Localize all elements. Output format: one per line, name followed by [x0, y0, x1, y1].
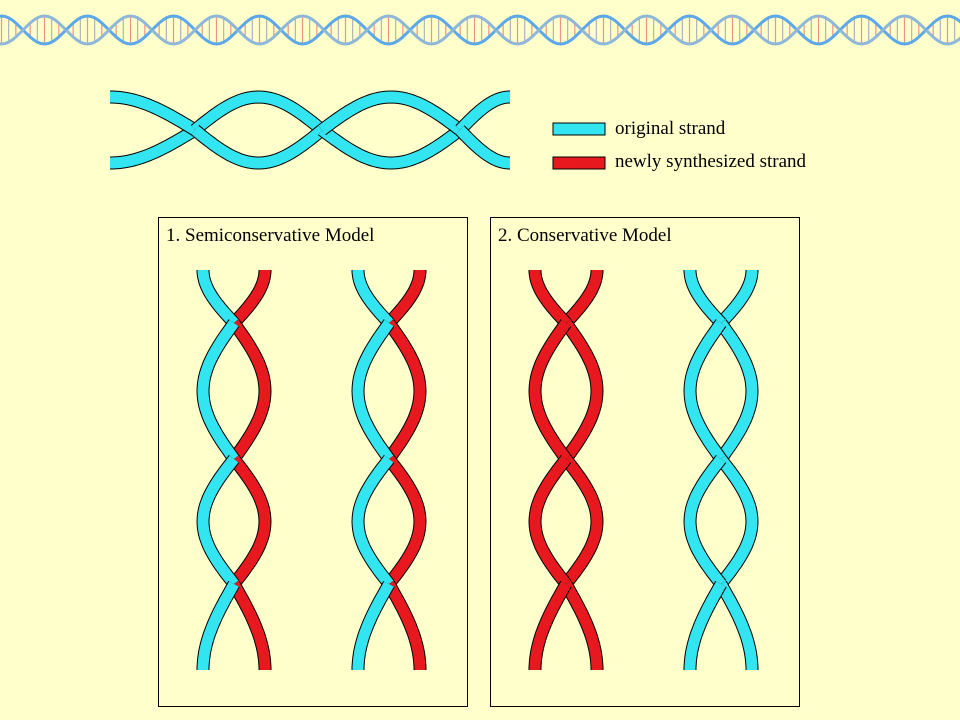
strand-segment — [105, 90, 200, 136]
strand-segment — [105, 124, 200, 170]
strand-segment — [715, 580, 759, 674]
strand-segment — [351, 455, 395, 588]
strand-segment — [716, 265, 759, 328]
strand-segment — [528, 580, 572, 674]
legend-new-label: newly synthesized strand — [615, 151, 807, 172]
strand-segment — [454, 90, 516, 136]
strand-segment — [351, 319, 395, 463]
strand-segment — [318, 124, 464, 170]
strand-segment — [383, 580, 427, 674]
strand-segment — [190, 124, 327, 170]
strand-segment — [528, 265, 571, 328]
strand-segment — [384, 265, 427, 328]
strand-segment — [715, 319, 759, 463]
strand-segment — [683, 455, 727, 588]
strand-segment — [454, 124, 516, 170]
strand-segment — [196, 319, 240, 463]
strand-segment — [560, 455, 604, 588]
legend-original-label: original strand — [615, 118, 726, 139]
strand-segment — [190, 90, 327, 136]
strand-segment — [528, 455, 572, 588]
strand-segment — [228, 455, 272, 588]
strand-segment — [528, 319, 572, 463]
strand-segment — [228, 319, 272, 463]
strand-segment — [561, 265, 604, 328]
strand-segment — [715, 455, 759, 588]
strand-segment — [683, 319, 727, 463]
strand-segment — [228, 580, 272, 674]
panel-semiconservative: 1. Semiconservative Model — [158, 217, 468, 707]
panel-helices — [528, 265, 759, 674]
strand-segment — [383, 455, 427, 588]
panel-conservative: 2. Conservative Model — [490, 217, 800, 707]
strand-segment — [196, 265, 239, 328]
legend-original-swatch — [552, 122, 606, 136]
legend-new-swatch — [552, 156, 606, 170]
strand-segment — [683, 265, 726, 328]
dna-helix-frieze-icon — [0, 14, 960, 46]
parent-helix — [105, 90, 516, 170]
strand-segment — [351, 265, 394, 328]
panel-title: 2. Conservative Model — [498, 225, 672, 246]
strand-segment — [351, 580, 395, 674]
strand-segment — [196, 580, 240, 674]
panel-title: 1. Semiconservative Model — [166, 225, 375, 246]
strand-segment — [196, 455, 240, 588]
strand-segment — [560, 319, 604, 463]
strand-segment — [383, 319, 427, 463]
strand-segment — [560, 580, 604, 674]
strand-segment — [229, 265, 272, 328]
strand-segment — [683, 580, 727, 674]
strand-segment — [318, 90, 464, 136]
panel-helices — [196, 265, 427, 674]
